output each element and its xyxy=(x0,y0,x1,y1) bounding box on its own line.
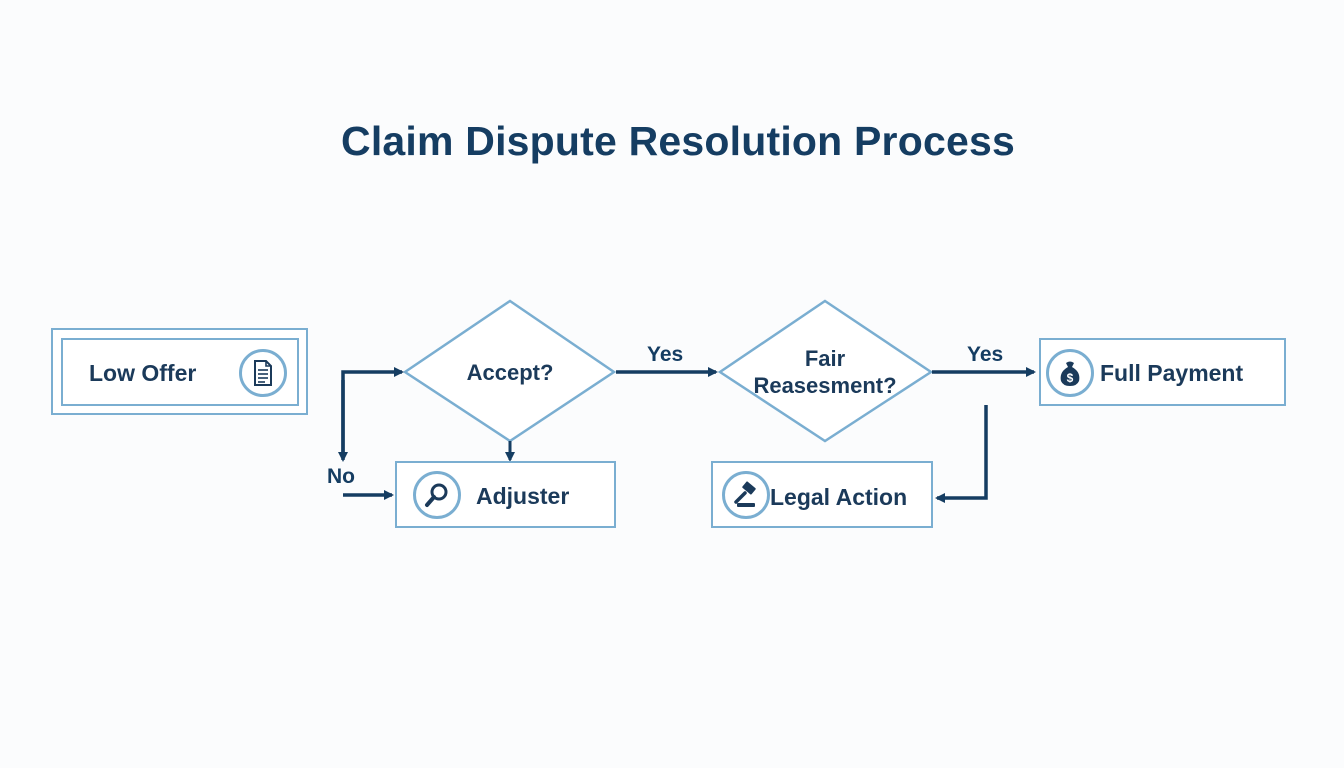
legal-action-node[interactable]: Legal Action xyxy=(711,461,933,528)
money-bag-icon: $ xyxy=(1046,349,1094,397)
arrow-loop-to-accept xyxy=(341,367,404,455)
accept-decision-label: Accept? xyxy=(466,360,554,385)
fair-reassessment-line2: Reasesment? xyxy=(753,373,897,398)
full-payment-label: Full Payment xyxy=(1100,360,1244,386)
low-offer-label: Low Offer xyxy=(89,360,197,386)
accept-yes-label: Yes xyxy=(647,343,684,366)
low-offer-node[interactable]: Low Offer xyxy=(61,338,299,406)
svg-text:$: $ xyxy=(1067,371,1074,385)
diagram-title: Claim Dispute Resolution Process xyxy=(341,118,1015,164)
fair-reassessment-line1: Fair xyxy=(804,346,846,371)
adjuster-node[interactable]: Adjuster xyxy=(395,461,616,528)
legal-action-label: Legal Action xyxy=(770,484,908,510)
adjuster-label: Adjuster xyxy=(476,483,570,509)
document-icon xyxy=(239,349,287,397)
fair-reassessment-decision-diamond[interactable] xyxy=(717,299,934,443)
arrow-fair-to-legal xyxy=(935,405,988,503)
gavel-icon xyxy=(722,471,770,519)
fair-reassessment-label: Fair Reasesment? xyxy=(735,345,915,399)
accept-no-label: No xyxy=(327,465,355,488)
full-payment-node[interactable]: $ Full Payment xyxy=(1039,338,1286,406)
magnifier-icon xyxy=(413,471,461,519)
fair-yes-label: Yes xyxy=(967,343,1004,366)
